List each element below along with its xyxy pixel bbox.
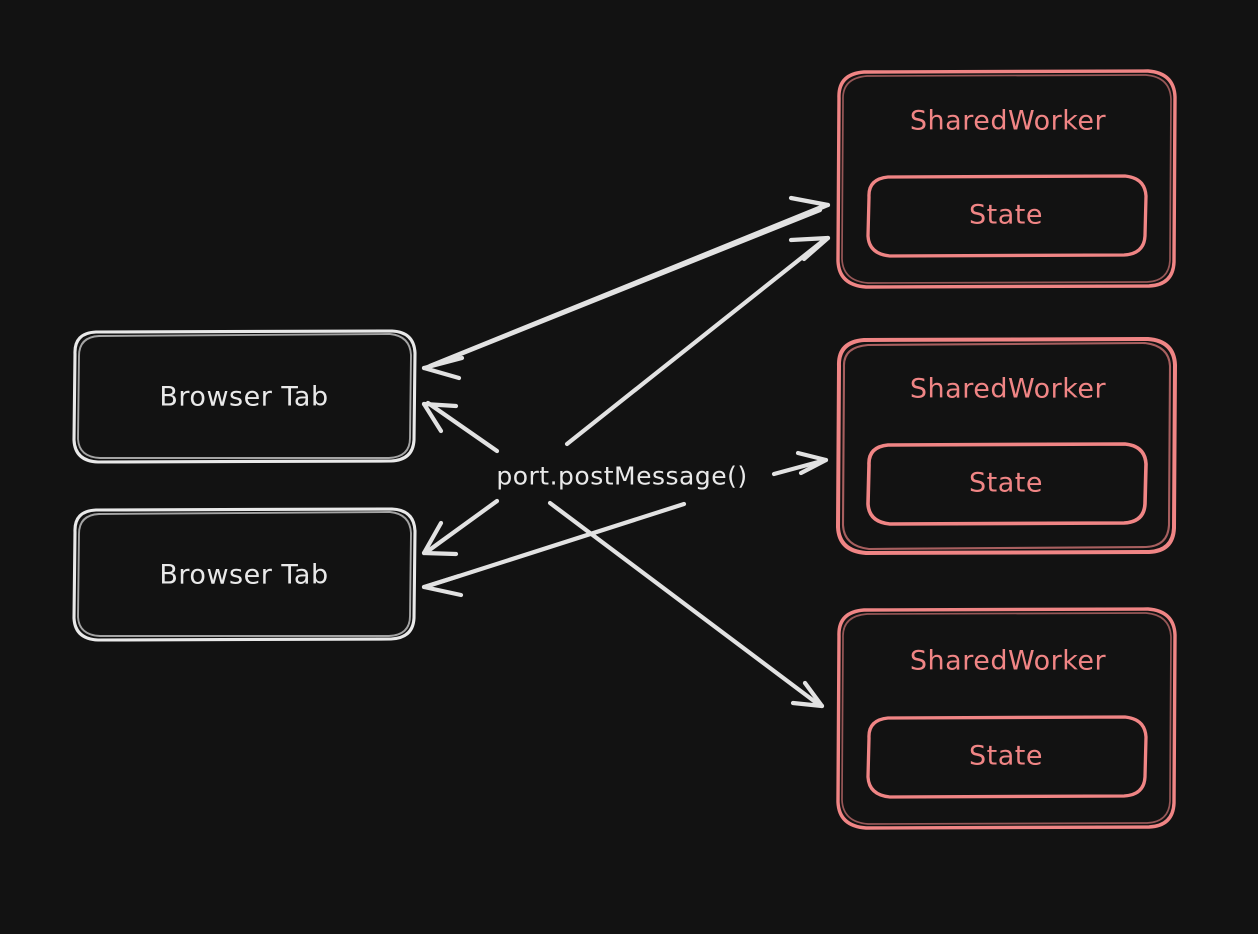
edge-label-to-worker2 xyxy=(771,450,829,477)
node-state-2[interactable] xyxy=(866,442,1148,526)
edge-label-to-tab1 xyxy=(421,400,500,454)
node-state-3[interactable] xyxy=(866,715,1148,799)
edge-label-to-worker3 xyxy=(547,500,825,709)
node-state-1[interactable] xyxy=(866,174,1148,258)
node-tab-1[interactable] xyxy=(72,329,417,464)
edge-label-to-worker1 xyxy=(564,235,831,447)
node-tab-2[interactable] xyxy=(72,507,417,642)
edge-worker3-to-tab2 xyxy=(421,501,687,598)
node-worker-3[interactable] xyxy=(836,607,1177,830)
edge-worker1-to-tab1 xyxy=(421,207,823,381)
node-worker-1[interactable] xyxy=(836,69,1177,289)
node-worker-2[interactable] xyxy=(836,337,1177,555)
edge-label-to-tab2 xyxy=(421,498,500,557)
edge-tab1-to-worker1 xyxy=(427,195,831,369)
